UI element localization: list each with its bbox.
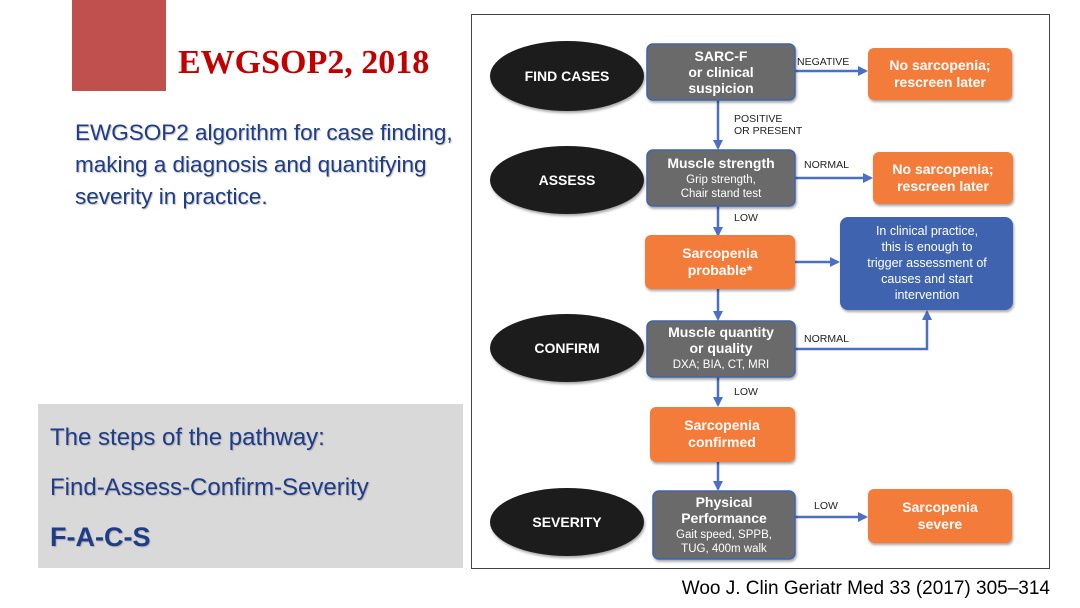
arrow-normal-2: [795, 310, 932, 351]
label-low-2: LOW: [734, 386, 758, 398]
sarcopenia-confirmed-box: Sarcopenia confirmed: [650, 407, 795, 462]
svg-text:Physical: Physical: [696, 494, 753, 510]
citation: Woo J. Clin Geriatr Med 33 (2017) 305–31…: [681, 578, 1050, 599]
stage-assess-label: ASSESS: [539, 172, 596, 188]
flowchart-diagram: FIND CASES ASSESS CONFIRM SEVERITY SARC-…: [490, 41, 1013, 560]
sarcopenia-severe-box: Sarcopenia severe: [868, 489, 1012, 543]
stage-find: FIND CASES: [490, 41, 644, 111]
svg-text:Gait speed, SPPB,: Gait speed, SPPB,: [676, 529, 772, 541]
svg-text:Performance: Performance: [681, 510, 767, 526]
slide-title: EWGSOP2, 2018: [178, 44, 430, 81]
svg-text:this is enough to: this is enough to: [881, 240, 972, 254]
svg-text:intervention: intervention: [895, 288, 960, 302]
svg-text:or quality: or quality: [689, 340, 752, 356]
muscle-strength-box: Muscle strength Grip strength, Chair sta…: [646, 149, 796, 207]
flowchart-frame: FIND CASES ASSESS CONFIRM SEVERITY SARC-…: [471, 14, 1050, 569]
svg-text:causes and start: causes and start: [881, 272, 973, 286]
no-sarcopenia-box-1: No sarcopenia; rescreen later: [868, 48, 1012, 100]
accent-square: [72, 0, 166, 91]
physical-performance-box: Physical Performance Gait speed, SPPB, T…: [652, 490, 796, 560]
svg-text:Muscle quantity: Muscle quantity: [668, 324, 774, 340]
slide-description: EWGSOP2 algorithm for case finding, maki…: [75, 120, 453, 209]
label-low-3: LOW: [814, 500, 838, 512]
stage-severity-label: SEVERITY: [532, 514, 602, 530]
svg-text:Sarcopenia: Sarcopenia: [682, 245, 758, 261]
svg-text:In clinical practice,: In clinical practice,: [876, 224, 978, 238]
svg-text:DXA; BIA, CT, MRI: DXA; BIA, CT, MRI: [673, 359, 770, 371]
stage-confirm-label: CONFIRM: [534, 340, 599, 356]
stage-find-label: FIND CASES: [525, 68, 610, 84]
svg-text:TUG, 400m walk: TUG, 400m walk: [681, 543, 767, 555]
steps-sequence: Find-Assess-Confirm-Severity: [50, 474, 369, 501]
svg-text:Chair stand test: Chair stand test: [681, 188, 762, 200]
svg-text:SARC-F: SARC-F: [695, 48, 748, 64]
steps-heading: The steps of the pathway:: [50, 424, 325, 451]
svg-text:probable*: probable*: [688, 262, 753, 278]
label-positive-2: OR PRESENT: [734, 125, 803, 137]
svg-text:Muscle strength: Muscle strength: [667, 155, 774, 171]
label-low-1: LOW: [734, 212, 758, 224]
svg-text:No sarcopenia;: No sarcopenia;: [892, 161, 993, 177]
svg-text:No sarcopenia;: No sarcopenia;: [889, 57, 990, 73]
steps-acronym: F-A-C-S: [50, 522, 151, 552]
svg-text:trigger assessment of: trigger assessment of: [867, 256, 987, 270]
svg-text:suspicion: suspicion: [688, 80, 753, 96]
sarcf-box: SARC-F or clinical suspicion: [646, 43, 796, 101]
stage-assess: ASSESS: [490, 146, 644, 214]
clinical-practice-box: In clinical practice, this is enough to …: [840, 217, 1013, 310]
steps-box: The steps of the pathway: Find-Assess-Co…: [38, 404, 463, 568]
svg-text:or clinical: or clinical: [688, 64, 753, 80]
svg-text:Sarcopenia: Sarcopenia: [684, 417, 760, 433]
label-normal-1: NORMAL: [804, 159, 849, 171]
svg-text:Sarcopenia: Sarcopenia: [902, 499, 978, 515]
label-negative: NEGATIVE: [797, 56, 849, 68]
stage-confirm: CONFIRM: [490, 314, 644, 382]
muscle-quantity-box: Muscle quantity or quality DXA; BIA, CT,…: [646, 320, 796, 378]
svg-text:confirmed: confirmed: [688, 434, 756, 450]
svg-text:severe: severe: [918, 516, 963, 532]
stage-severity: SEVERITY: [490, 488, 644, 556]
label-normal-2: NORMAL: [804, 333, 849, 345]
label-positive-1: POSITIVE: [734, 113, 782, 125]
svg-text:rescreen later: rescreen later: [894, 74, 986, 90]
svg-text:rescreen later: rescreen later: [897, 178, 989, 194]
sarcopenia-probable-box: Sarcopenia probable*: [645, 235, 795, 289]
no-sarcopenia-box-2: No sarcopenia; rescreen later: [873, 152, 1013, 204]
svg-text:Grip strength,: Grip strength,: [686, 174, 756, 186]
